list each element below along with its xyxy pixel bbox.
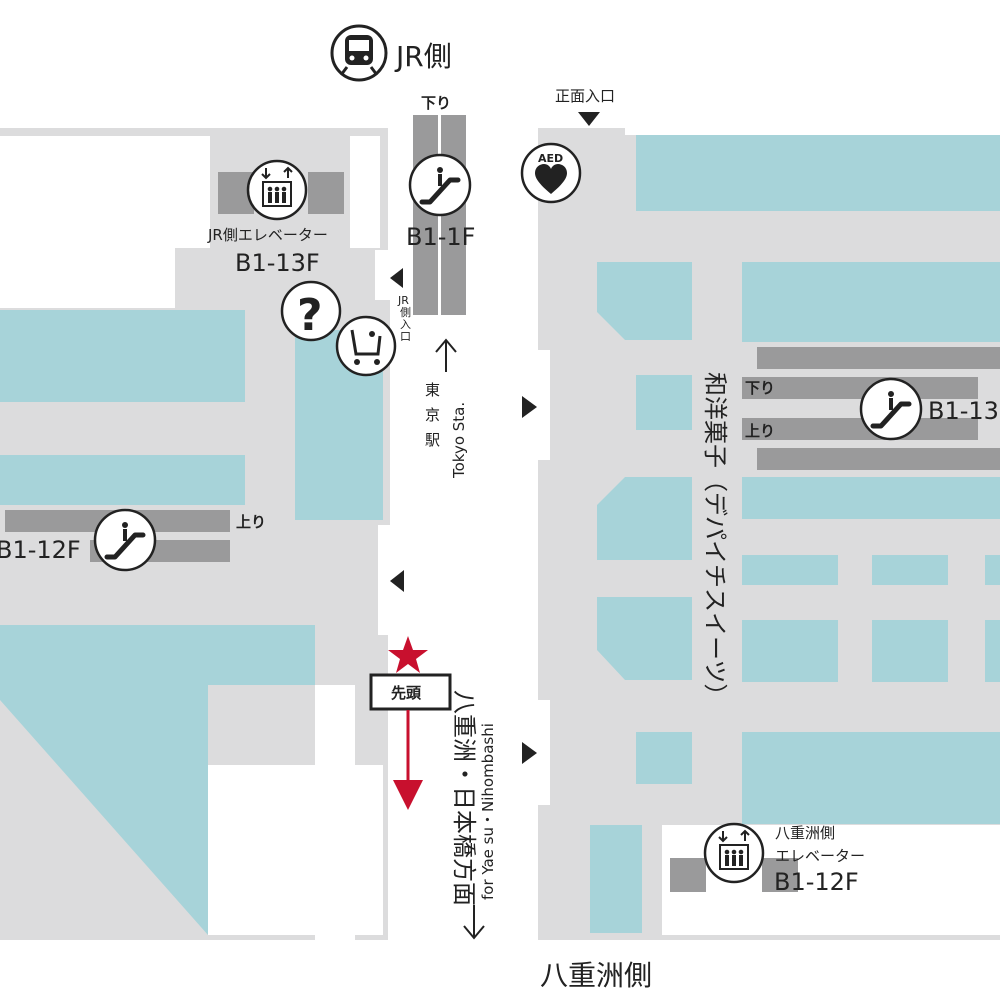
- shop-block: [742, 477, 1000, 519]
- shop-block: [985, 555, 1000, 585]
- shop-block: [0, 625, 315, 935]
- escalator-bar: [742, 377, 978, 399]
- left-floor-white-block-bottom: [208, 765, 383, 935]
- yaesu-elevator-name-1: 八重洲側: [775, 824, 835, 842]
- shop-block: [742, 262, 1000, 342]
- shop-block: [0, 455, 245, 505]
- shop-block: [872, 620, 948, 682]
- tokyo-station-label-en: Tokyo Sta.: [450, 402, 468, 479]
- left-escalator-floors: B1-12F: [0, 536, 81, 564]
- escalator-bar: [757, 448, 1000, 470]
- start-marker-box: [369, 673, 452, 711]
- jr-entrance-char: 口: [400, 330, 411, 343]
- front-entrance-arrow: [578, 112, 600, 126]
- shop-block: [742, 620, 838, 682]
- yaesu-direction-en: for Yae su・Nihombashi: [479, 723, 497, 900]
- stroller-icon: [335, 315, 397, 377]
- info-question-icon: [280, 280, 342, 342]
- left-shops: [0, 310, 383, 935]
- left-floor-white-notch: [0, 136, 210, 248]
- escalator-bar: [742, 418, 978, 440]
- jr-entrance-char: 側: [400, 306, 411, 319]
- elevator-icon-glyph: [718, 829, 750, 870]
- front-entrance-label: 正面入口: [555, 87, 615, 105]
- jr-side-label: JR側: [394, 40, 452, 73]
- stroller-icon-glyph: [350, 329, 382, 365]
- yaesu-side-label: 八重洲側: [540, 959, 652, 992]
- shop-block: [636, 375, 692, 430]
- right-shops: [590, 135, 1000, 933]
- entrance-arrow: [390, 570, 404, 592]
- shop-block: [742, 555, 838, 585]
- right-escalator-floors: B1-13F: [928, 397, 1000, 425]
- tokyo-char: 京: [425, 406, 440, 424]
- right-escalator-up-label: 上り: [745, 422, 775, 440]
- train-icon-glyph: [339, 35, 379, 76]
- escalator-icon-glyph: [419, 167, 461, 205]
- start-marker-label: 先頭: [391, 684, 422, 702]
- tokyo-direction-arrow: [435, 338, 457, 372]
- elevator-door: [670, 858, 706, 892]
- left-floor-white-notch-2: [350, 136, 380, 248]
- left-escalator-up-label: 上り: [236, 513, 266, 531]
- shop-block: [0, 310, 245, 402]
- yaesu-direction-arrow: [463, 905, 485, 940]
- jr-escalator-floors: B1-1F: [406, 223, 475, 251]
- tokyo-char: 東: [425, 381, 440, 399]
- entrance-arrows: [390, 112, 600, 764]
- jr-entrance-char: 入: [400, 318, 411, 331]
- escalator-bar: [757, 347, 1000, 369]
- shop-block: [597, 597, 692, 680]
- elevator-door: [762, 858, 798, 892]
- yaesu-elevator-floors: B1-12F: [774, 868, 859, 896]
- elevator-icon-glyph: [261, 166, 293, 207]
- shop-block: [872, 555, 948, 585]
- shop-block: [597, 262, 692, 340]
- star-icon: [388, 636, 428, 673]
- yaesu-direction-jp: 八重洲・日本橋方面: [450, 690, 478, 906]
- jr-elevator-name: JR側エレベーター: [207, 226, 328, 244]
- tokyo-station-label-jp: 東 京 駅: [425, 381, 445, 449]
- shop-block: [590, 825, 642, 933]
- escalator-icon-glyph: [104, 522, 146, 560]
- tokyo-char: 駅: [425, 431, 440, 449]
- shop-block: [636, 732, 692, 784]
- escalator-icon-glyph: [870, 391, 912, 429]
- left-floor-white-notch-3: [0, 248, 175, 308]
- yaesu-elevator-name-2: エレベーター: [775, 847, 865, 865]
- aed-heart-icon: [535, 164, 567, 194]
- right-escalator-down-label: 下り: [745, 379, 775, 397]
- jr-entrance-char: JR: [397, 294, 409, 307]
- shop-block: [636, 135, 1000, 211]
- shop-block: [597, 477, 692, 560]
- shop-block: [742, 732, 1000, 824]
- aed-label: AED: [538, 152, 563, 165]
- entrance-arrow: [522, 396, 537, 418]
- wagashi-area-label: 和洋菓子（デパイチスイーツ）: [701, 372, 729, 708]
- entrance-arrow: [390, 268, 403, 288]
- escalator-1f-down-label: 下り: [421, 94, 451, 112]
- entrance-arrow: [522, 742, 537, 764]
- elevator-door: [308, 172, 344, 214]
- labels: JR側 正面入口 下り AED JR側エレベーター B1-13F B1-1F: [0, 24, 1000, 992]
- jr-entrance-label: JR 側 入 口: [397, 294, 415, 343]
- shop-block: [985, 620, 1000, 682]
- info-question-mark: ?: [297, 290, 323, 341]
- jr-elevator-floors: B1-13F: [235, 249, 320, 277]
